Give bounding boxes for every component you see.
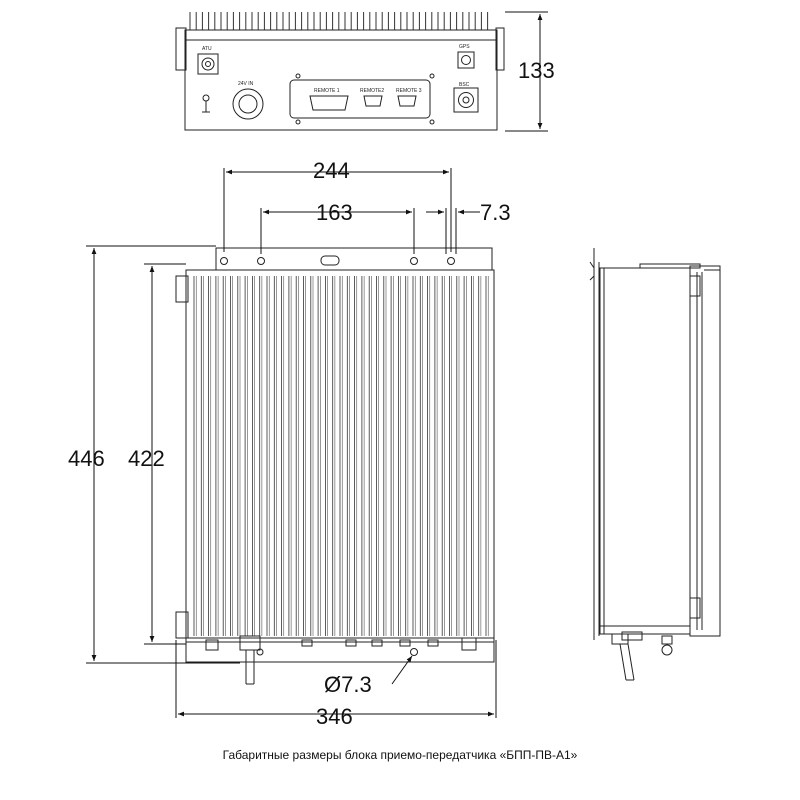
remote3-connector: [397, 95, 417, 107]
dim-height-overall: [86, 245, 240, 664]
dim-width-mount: [223, 168, 452, 252]
top-view-fins: [189, 12, 489, 30]
label-power: 24V IN: [238, 81, 254, 87]
side-view-front-cover: [689, 265, 721, 637]
label-remote1: REMOTE 1: [314, 88, 340, 94]
remote-panel: [289, 79, 431, 119]
bsc-connector: [453, 87, 479, 113]
label-remote3: REMOTE 3: [396, 88, 422, 94]
figure-caption: Габаритные размеры блока приемо-передатч…: [222, 748, 578, 762]
front-view: [175, 247, 495, 685]
atu-connector: [197, 53, 219, 75]
dim-width-inner-value: 163: [316, 200, 353, 225]
label-bsc: BSC: [459, 82, 470, 88]
dim-width-overall: [175, 640, 497, 718]
dim-height-top: [505, 11, 548, 132]
dim-height-body: [144, 263, 186, 645]
remote1-connector: [309, 95, 349, 111]
label-gps: GPS: [459, 44, 470, 50]
top-view-right-flange: [495, 27, 505, 71]
side-view: [589, 248, 721, 681]
dim-width-mount-value: 244: [313, 158, 350, 183]
dim-width-inner: [260, 208, 415, 254]
label-remote2: REMOTE2: [360, 88, 384, 94]
mount-hole: [410, 648, 418, 656]
dim-width-overall-value: 346: [316, 704, 353, 729]
dim-offset-small-value: 7.3: [480, 200, 511, 225]
gps-connector: [457, 51, 475, 69]
front-view-fins: [193, 276, 489, 636]
left-hinge-bottom: [175, 611, 189, 639]
dim-hole-diameter-value: Ø7.3: [324, 672, 372, 697]
side-view-body: [599, 267, 691, 635]
bottom-mount-bar: [185, 637, 495, 663]
dim-hole-diameter: [391, 655, 413, 685]
label-atu: ATU: [202, 46, 212, 52]
dim-height-top-value: 133: [518, 58, 555, 83]
left-hinge-top: [175, 275, 189, 303]
dim-height-body-value: 422: [128, 446, 165, 471]
remote2-connector: [363, 95, 383, 107]
dim-height-overall-value: 446: [68, 446, 105, 471]
top-view-left-flange: [175, 27, 187, 71]
power-socket: [232, 88, 264, 120]
top-view: [175, 12, 505, 131]
dim-offset-small: [426, 208, 480, 254]
